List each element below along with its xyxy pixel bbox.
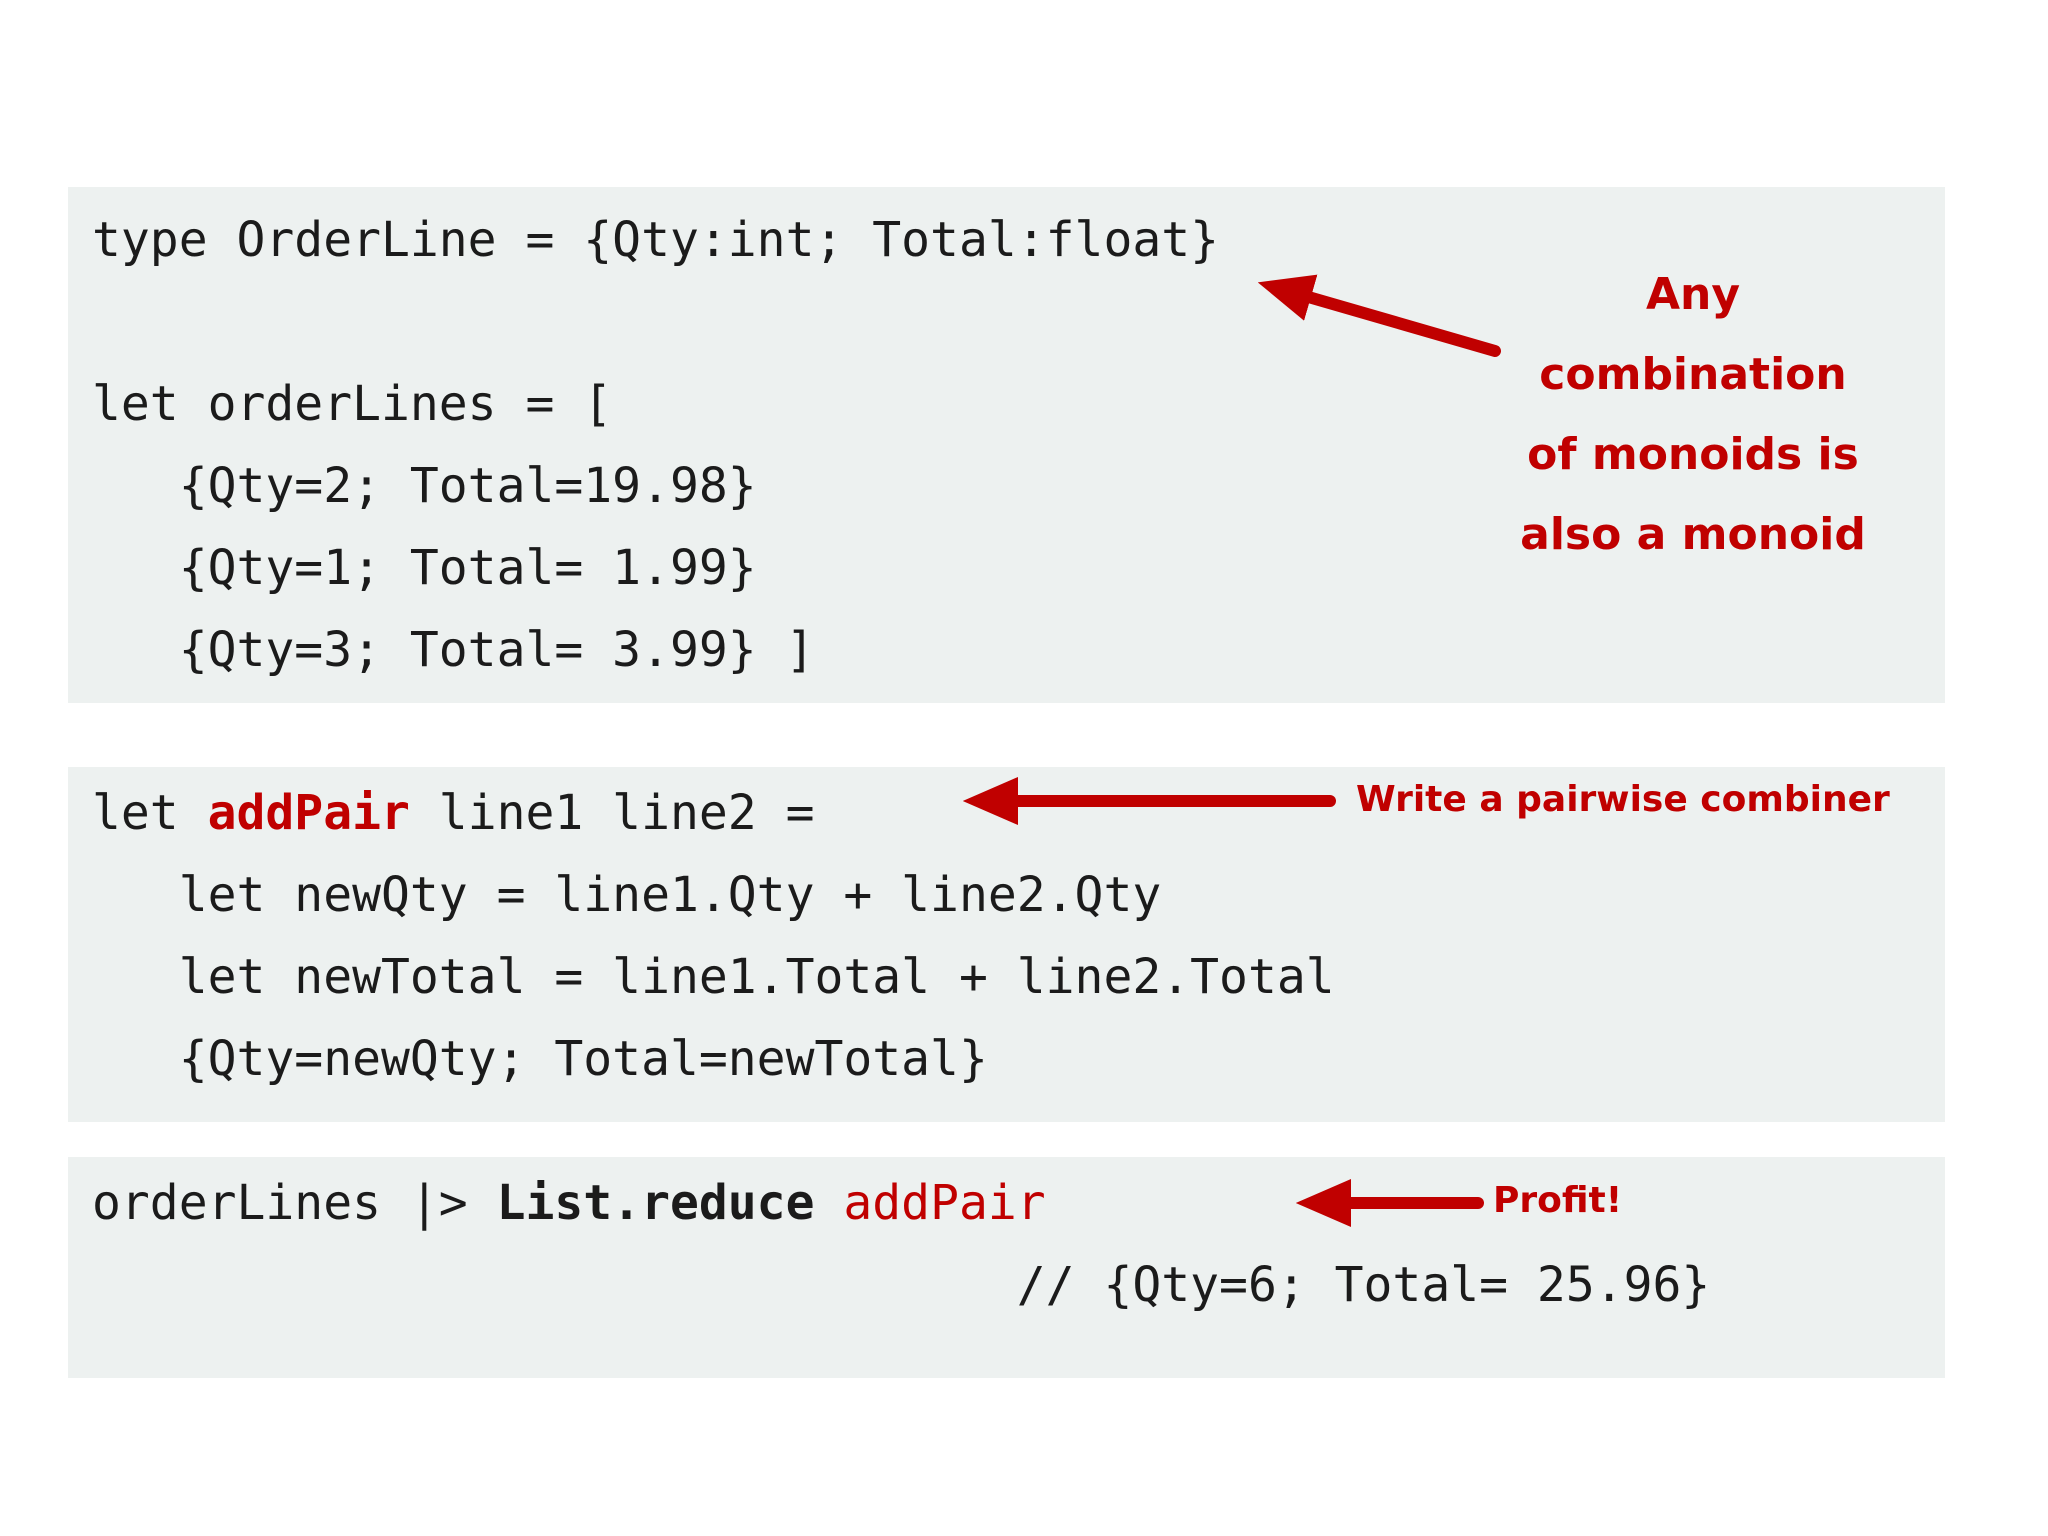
annotation-monoid-line-3: also a monoid — [1520, 509, 1866, 560]
code-token: {Qty=1; Total= 1.99} — [92, 540, 757, 596]
code-token: {Qty=newQty; Total=newTotal} — [92, 1031, 988, 1087]
code-token: type OrderLine = {Qty:int; Total:float} — [92, 212, 1220, 268]
code-token: let newTotal = line1.Total + line2.Total — [92, 949, 1335, 1005]
code-token-red: addPair — [843, 1175, 1046, 1231]
code-token-red-bold: addPair — [207, 785, 410, 841]
annotation-combiner-note: Write a pairwise combiner — [1356, 779, 1890, 820]
code-line: {Qty=newQty; Total=newTotal} — [68, 1018, 1945, 1100]
annotation-monoid-line-1: Any combination — [1539, 269, 1847, 400]
code-line: let addPair line1 line2 = — [68, 772, 1945, 854]
code-line: let orderLines = [ — [68, 363, 1945, 445]
code-token: let newQty = line1.Qty + line2.Qty — [92, 867, 1162, 923]
code-token: let orderLines = [ — [92, 376, 613, 432]
code-line: {Qty=2; Total=19.98} — [68, 445, 1945, 527]
code-token: let — [92, 785, 208, 841]
code-line: {Qty=1; Total= 1.99} — [68, 527, 1945, 609]
code-line: let newQty = line1.Qty + line2.Qty — [68, 854, 1945, 936]
code-token: orderLines |> — [92, 1175, 497, 1231]
code-token: // {Qty=6; Total= 25.96} — [92, 1257, 1711, 1313]
code-line: {Qty=3; Total= 3.99} ] — [68, 609, 1945, 691]
code-token: {Qty=3; Total= 3.99} ] — [92, 622, 815, 678]
code-block-addpair: let addPair line1 line2 = let newQty = l… — [68, 767, 1945, 1122]
annotation-profit-note: Profit! — [1493, 1180, 1623, 1221]
code-block-reduce: orderLines |> List.reduce addPair // {Qt… — [68, 1157, 1945, 1378]
code-token — [814, 1175, 843, 1231]
code-line: orderLines |> List.reduce addPair — [68, 1162, 1945, 1244]
code-line: // {Qty=6; Total= 25.96} — [68, 1244, 1945, 1326]
code-token: line1 line2 = — [409, 785, 815, 841]
code-token-bold: List.reduce — [496, 1175, 815, 1231]
code-token: {Qty=2; Total=19.98} — [92, 458, 757, 514]
code-line: type OrderLine = {Qty:int; Total:float} — [68, 199, 1945, 281]
annotation-monoid-note: Any combination of monoids is also a mon… — [1488, 255, 1898, 575]
code-line: let newTotal = line1.Total + line2.Total — [68, 936, 1945, 1018]
annotation-monoid-line-2: of monoids is — [1527, 429, 1859, 480]
code-block-orderline-type: type OrderLine = {Qty:int; Total:float} … — [68, 187, 1945, 703]
